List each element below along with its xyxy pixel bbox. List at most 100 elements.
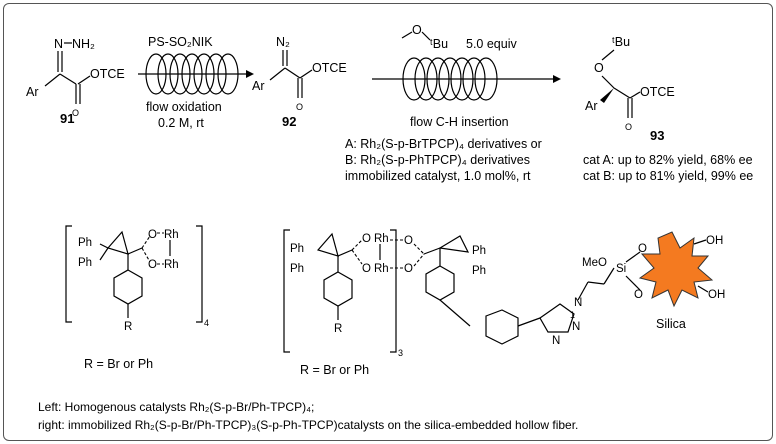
coil-5 (193, 53, 215, 95)
step2-cat-a: A: Rh₂(S-p-BrTPCP)₄ derivatives or (345, 137, 542, 151)
bond-c-ar (44, 73, 61, 87)
oh1: OH (706, 235, 723, 247)
coil-6 (205, 53, 227, 95)
right-ph4: Ph (472, 265, 486, 277)
carbonyl-o-91: O (72, 108, 79, 118)
coil2-3 (426, 57, 450, 101)
triazole-sub: 1 (570, 310, 575, 320)
left-r: R (124, 321, 132, 333)
number-91: 91 (60, 111, 74, 126)
left-ph2: Ph (78, 257, 92, 269)
coil2-2 (414, 57, 438, 101)
left-cyclopropane (106, 230, 129, 255)
right-aryl-2 (425, 265, 455, 301)
right-aryl-3 (485, 309, 519, 345)
caption-line2: right: immobilized Rh₂(S-p-Br/Ph-TPCP)₃(… (38, 418, 578, 432)
flow-reactor-1: PS-SO₂NIK flow oxidation 0.2 M, rt (138, 35, 254, 130)
meo: MeO (582, 257, 607, 269)
silica-particle (638, 231, 714, 308)
right-r: R (334, 323, 342, 335)
right-subscript: 3 (398, 348, 403, 358)
ar-92: Ar (252, 79, 265, 93)
right-aryl-left (323, 271, 353, 307)
left-o1-bond (141, 235, 151, 249)
oh2: OH (708, 289, 725, 301)
bond-tbu-o (601, 49, 615, 61)
ar-91: Ar (26, 85, 39, 99)
bond-c-c-93 (613, 87, 631, 99)
right-r-def: R = Br or Ph (300, 363, 369, 377)
coil-4 (181, 53, 203, 95)
figure-frame (3, 3, 773, 441)
bond-c-c (59, 73, 77, 85)
left-o1: O (148, 229, 157, 241)
triazole-n1: N (574, 297, 582, 309)
compound-92: N₂ Ar O OTCE 92 (252, 35, 347, 129)
caption: Left: Homogenous catalysts Rh₂(S-p-Br/Ph… (38, 400, 578, 432)
triazole-n3: N (552, 335, 560, 347)
right-cp-left (316, 232, 339, 257)
bond-o-ch2 (601, 75, 615, 89)
ether-equiv: 5.0 equiv (466, 37, 517, 51)
left-r-def: R = Br or Ph (84, 357, 153, 371)
right-catalyst: 3 Ph Ph O O Rh Rh R R = Br or Ph O O Ph … (283, 229, 725, 377)
bond-c-oester (77, 75, 91, 85)
coil2-6 (462, 57, 486, 101)
linker-1 (577, 281, 589, 301)
ether-tbu: ᵗBu (430, 37, 448, 51)
right-o1-bond (351, 239, 363, 251)
oh1-bond (693, 239, 707, 245)
right-ph1: Ph (290, 243, 304, 255)
left-catalyst: 4 Ph Ph O O Rh Rh R R = Br or Ph (65, 225, 209, 371)
right-rh-top: Rh (374, 233, 389, 245)
si: Si (616, 263, 626, 275)
right-cp-right (438, 235, 470, 253)
left-ph-bond1 (99, 243, 109, 249)
right-rh-bottom: Rh (374, 263, 389, 275)
tbu-93: ᵗBu (612, 35, 630, 49)
left-o2-bond (141, 247, 151, 263)
hydrazone-n: N (54, 37, 63, 51)
bond-c-ar-92 (269, 67, 286, 81)
step1-reagent: PS-SO₂NIK (148, 35, 213, 49)
right-c-cp2 (423, 247, 441, 255)
ether-bond (421, 31, 431, 41)
coil-3 (169, 53, 191, 95)
result-cat-b: cat B: up to 81% yield, 99% ee (583, 169, 753, 183)
right-biaryl-bond (439, 299, 471, 327)
coil2-5 (450, 57, 474, 101)
ether-o: O (412, 23, 422, 37)
step2-arrowhead (553, 75, 561, 83)
silica-label: Silica (656, 317, 686, 331)
right-c-c-left (337, 249, 353, 257)
triazole-n2: N (572, 321, 580, 333)
si-o2: O (634, 289, 643, 301)
left-ph-bond2 (99, 247, 109, 261)
caption-line1: Left: Homogenous catalysts Rh₂(S-p-Br/Ph… (38, 400, 314, 414)
left-rh-top: Rh (164, 229, 179, 241)
right-o4-c (413, 253, 425, 267)
number-92: 92 (282, 114, 296, 129)
compound-93: ᵗBu O Ar O OTCE 93 cat A: up to 82% yiel… (583, 35, 753, 183)
carbonyl-o-93: O (625, 122, 632, 132)
right-ph2: Ph (290, 263, 304, 275)
coil2-1 (402, 57, 426, 101)
linker-3 (603, 267, 615, 285)
oh2-bond (697, 285, 709, 293)
coil-7 (217, 53, 239, 95)
si-o1: O (638, 243, 647, 255)
right-o2-bond (351, 249, 363, 265)
left-bracket-open (65, 225, 72, 323)
hydrazone-nh2: NH₂ (72, 37, 95, 51)
coil-2 (157, 53, 179, 95)
step1-arrowhead (246, 70, 254, 78)
right-o4: O (404, 263, 413, 275)
right-ph3: Ph (472, 245, 486, 257)
left-o2: O (148, 259, 157, 271)
left-rh-bottom: Rh (164, 259, 179, 271)
triazole-ring (539, 303, 575, 333)
step1-condition2: 0.2 M, rt (158, 116, 204, 130)
ester-92: OTCE (312, 61, 347, 75)
bond-c-oester-92 (299, 69, 313, 79)
